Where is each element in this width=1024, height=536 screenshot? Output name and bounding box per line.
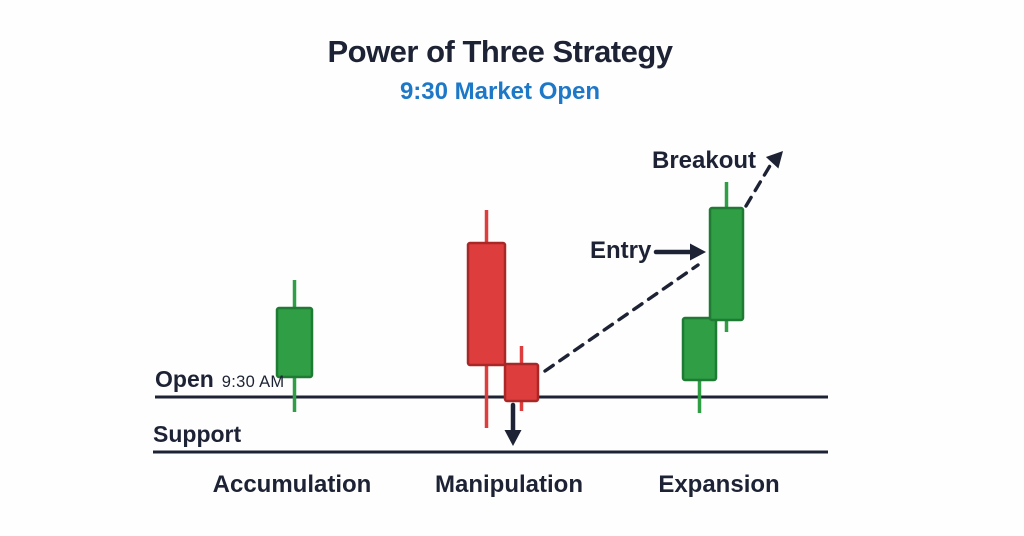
entry-label: Entry [590, 237, 652, 264]
accumulation-candle-body [275, 306, 314, 379]
manipulation-candle-small-body [503, 362, 540, 403]
expansion-candle-large [708, 182, 745, 332]
manipulation-to-entry-path [543, 263, 700, 373]
phase-label-expansion: Expansion [658, 471, 780, 498]
open-level-label: Open 9:30 AM [155, 366, 284, 393]
phase-label-manipulation: Manipulation [435, 471, 583, 498]
diagram-subtitle: 9:30 Market Open [399, 78, 601, 105]
expansion-candle-large-body [708, 206, 745, 322]
entry-arrow-head [690, 243, 706, 261]
breakout-arrow [744, 151, 783, 208]
diagram-title: Power of Three Strategy [327, 34, 673, 69]
accumulation-candle [275, 280, 314, 412]
breakout-label: Breakout [651, 147, 757, 174]
open-label-text: Open [155, 366, 214, 392]
stop-hunt-down-arrow [504, 402, 522, 446]
manipulation-candle-large-body [466, 241, 507, 367]
manipulation-candle-large [466, 210, 507, 428]
expansion-candle-small-body [681, 316, 718, 382]
expansion-candle-small [681, 316, 718, 413]
support-label-text: Support [153, 421, 242, 447]
support-level-label: Support [153, 421, 241, 448]
manipulation-to-entry-path-line [543, 263, 700, 373]
breakout-arrow-head [765, 151, 783, 169]
entry-arrow [653, 243, 706, 261]
open-time-text: 9:30 AM [221, 373, 285, 391]
breakout-arrow-line [744, 162, 773, 208]
stop-hunt-down-arrow-head [504, 430, 522, 446]
manipulation-candle-small [503, 346, 540, 411]
phase-label-accumulation: Accumulation [212, 471, 372, 498]
